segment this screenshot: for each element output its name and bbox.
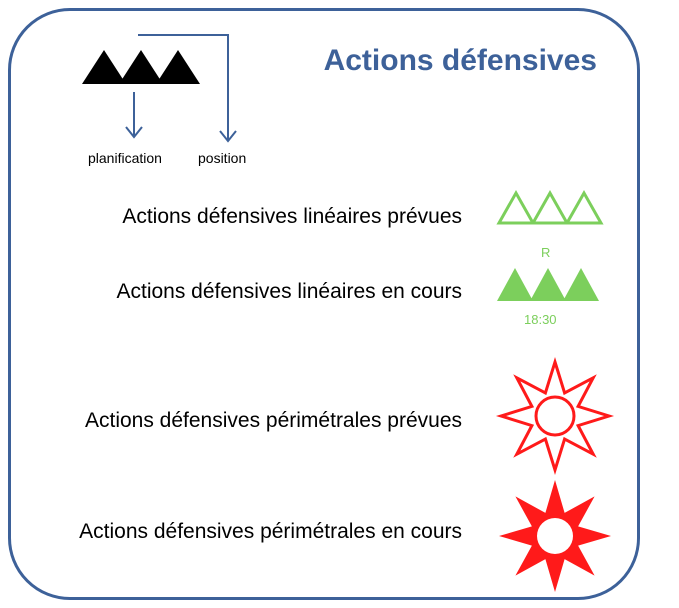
marker-top-text: R [541, 245, 551, 260]
row-label-linear-ongoing: Actions défensives linéaires en cours [116, 280, 462, 303]
rounded-frame [8, 8, 640, 600]
row-label-perimeter-planned: Actions défensives périmétrales prévues [84, 409, 462, 432]
row-label-linear-planned: Actions défensives linéaires prévues [122, 205, 462, 228]
marker-bottom-text: 18:30 [524, 312, 557, 327]
row-label-perimeter-ongoing: Actions défensives périmétrales en cours [79, 520, 462, 543]
planification-label: planification [88, 150, 162, 166]
page-title: Actions défensives [323, 44, 597, 77]
position-label: position [198, 150, 247, 166]
